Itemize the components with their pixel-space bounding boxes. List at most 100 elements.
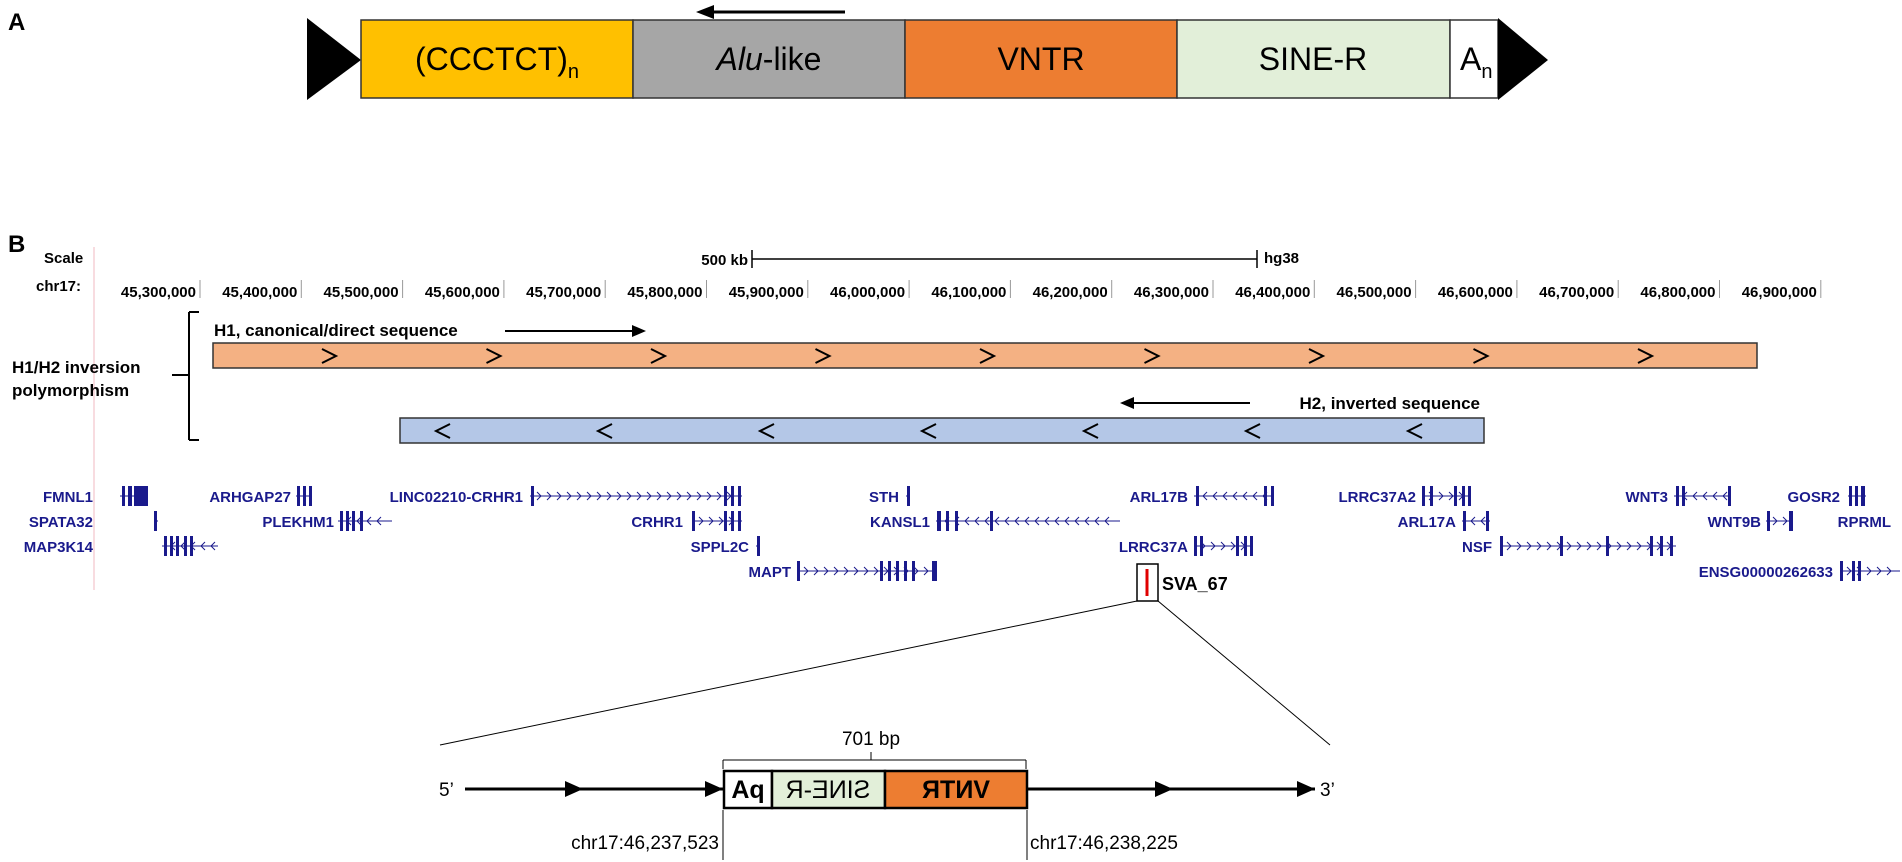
sva67-detail: 701 bp 5’ 3’ Aq SINE-R VNTR chr17:46,237…: [439, 729, 1335, 860]
detail-vntr-label: VNTR: [922, 776, 990, 804]
gene-strand-chevron: [1470, 516, 1476, 526]
gene-strand-chevron: [1210, 541, 1216, 551]
h2-chevron: [433, 423, 451, 439]
h2-chevron: [757, 423, 775, 439]
gene-exon: [1236, 536, 1239, 556]
gene-strand-chevron: [1702, 491, 1708, 501]
h2-chevron: [1243, 423, 1261, 439]
tick-label: 46,600,000: [1438, 284, 1513, 301]
gene-strand-chevron: [676, 491, 682, 501]
gene-strand-chevron: [1220, 541, 1226, 551]
h1-chevron: [486, 348, 503, 364]
gene-exon: [1840, 561, 1843, 581]
gene-exon: [346, 511, 349, 531]
gene-strand-chevron: [1044, 516, 1050, 526]
gene-crhr1: CRHR1: [631, 514, 683, 531]
gene-strand-chevron: [1866, 566, 1872, 576]
gene-exon: [134, 486, 148, 506]
gene-strand-chevron: [1202, 491, 1208, 501]
gene-exon: [1468, 486, 1471, 506]
gene-exon: [1728, 486, 1731, 506]
gene-strand-chevron: [1084, 516, 1090, 526]
gene-strand-chevron: [606, 491, 612, 501]
gene-strand-chevron: [1034, 516, 1040, 526]
gene-exon: [955, 511, 958, 531]
left-coord-label: chr17:46,237,523: [571, 833, 719, 854]
gene-exon: [1670, 536, 1673, 556]
gene-exon: [1250, 536, 1253, 556]
gene-strand-chevron: [984, 516, 990, 526]
segment-vntr-label: VNTR: [997, 41, 1084, 77]
tick-label: 46,700,000: [1539, 284, 1614, 301]
tick-label: 46,800,000: [1640, 284, 1715, 301]
tick-label: 45,600,000: [425, 284, 500, 301]
segment-alu-label: Alu-like: [715, 41, 822, 77]
gene-strand-chevron: [686, 491, 692, 501]
h1-direction-arrowhead: [632, 325, 646, 337]
gene-strand-chevron: [708, 516, 714, 526]
gene-linc02210-crhr1: LINC02210-CRHR1: [390, 489, 523, 506]
gene-exon: [757, 536, 760, 556]
scale-label: Scale: [44, 250, 83, 267]
tick-label: 46,300,000: [1134, 284, 1209, 301]
gene-exon: [128, 486, 132, 506]
gene-spata32: SPATA32: [29, 514, 93, 531]
tick-label: 45,300,000: [121, 284, 196, 301]
gene-strand-chevron: [636, 491, 642, 501]
gene-strand-chevron: [1094, 516, 1100, 526]
gene-strand-chevron: [1064, 516, 1070, 526]
gene-strand-chevron: [1712, 491, 1718, 501]
h1-chevron: [1144, 348, 1161, 364]
h2-bar: [399, 417, 1485, 444]
inversion-label-line2: polymorphism: [12, 381, 129, 400]
gene-exon: [1855, 486, 1858, 506]
gene-exon: [1264, 486, 1267, 506]
gene-ensg00000262633: ENSG00000262633: [1699, 564, 1833, 581]
gene-exon: [731, 486, 734, 506]
gene-exon: [904, 561, 907, 581]
detail-siner-label: SINE-R: [786, 776, 871, 804]
gene-exon: [1606, 536, 1609, 556]
gene-strand-chevron: [1772, 516, 1778, 526]
detail-vntr-box: [883, 769, 1029, 810]
chrom-label: chr17:: [36, 278, 81, 295]
gene-exon: [724, 486, 727, 506]
gene-fmnl1: FMNL1: [43, 489, 93, 506]
gene-strand-chevron: [1782, 516, 1788, 526]
gene-lrrc37a: LRRC37A: [1119, 539, 1188, 556]
gene-exon: [738, 486, 741, 506]
gene-exon: [692, 511, 695, 531]
h2-chevron: [595, 423, 613, 439]
flank-right-arrowhead-2: [1297, 781, 1315, 797]
gene-strand-chevron: [566, 491, 572, 501]
detail-aq-box: [722, 769, 774, 810]
gene-exon: [531, 486, 534, 506]
tick-label: 46,100,000: [931, 284, 1006, 301]
gene-exon: [880, 561, 883, 581]
tick-label: 45,400,000: [222, 284, 297, 301]
h1-chevron: [650, 348, 668, 364]
flank-left-arrowhead-2: [705, 781, 723, 797]
gene-exon: [731, 511, 734, 531]
gene-strand-chevron: [1004, 516, 1010, 526]
length-label: 701 bp: [842, 729, 900, 750]
gene-strand-chevron: [656, 491, 662, 501]
gene-exon: [896, 561, 899, 581]
gene-strand-chevron: [964, 516, 970, 526]
gene-strand-chevron: [1438, 491, 1444, 501]
h1-chevrons: [321, 348, 1655, 364]
segment-vntr: [904, 19, 1178, 99]
gene-exon: [1430, 486, 1433, 506]
h2-chevrons: [433, 423, 1423, 439]
gene-strand-chevron: [1506, 541, 1512, 551]
gene-exon: [303, 486, 306, 506]
h1-chevron: [1637, 348, 1655, 364]
gene-strand-chevron: [356, 516, 362, 526]
gene-strand-chevron: [1586, 541, 1592, 551]
gene-exon: [907, 486, 910, 506]
gene-exon: [1560, 536, 1563, 556]
gene-strand-chevron: [616, 491, 622, 501]
gene-exon: [309, 486, 312, 506]
gene-strand-chevron: [1054, 516, 1060, 526]
